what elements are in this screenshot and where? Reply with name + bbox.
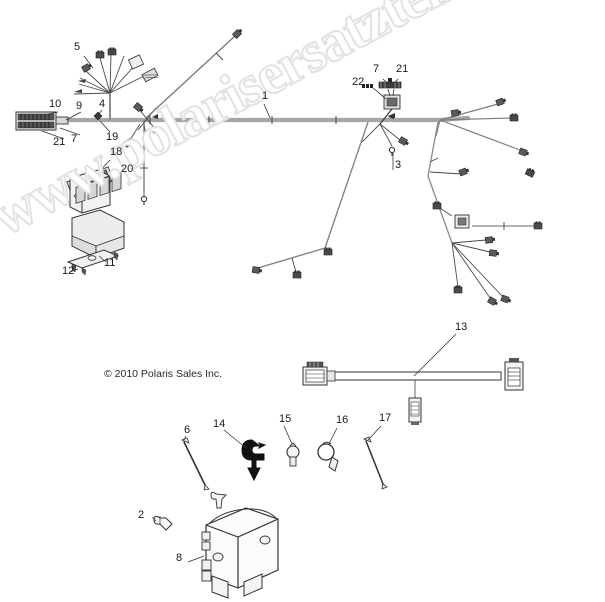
ecu-module-8 bbox=[187, 491, 279, 599]
callout-label-16: 16 bbox=[336, 414, 349, 426]
right-connector-cluster bbox=[427, 96, 543, 308]
callout-label-21b: 21 bbox=[396, 63, 409, 75]
callout-label-14: 14 bbox=[213, 418, 226, 430]
callout-label-12: 12 bbox=[62, 265, 75, 277]
callout-label-7: 7 bbox=[71, 133, 78, 145]
callout-label-3: 3 bbox=[395, 159, 402, 171]
jumper-harness-13 bbox=[302, 333, 524, 425]
callout-label-18: 18 bbox=[110, 146, 123, 158]
callout-label-2: 2 bbox=[138, 509, 145, 521]
harness-clip-14 bbox=[223, 429, 267, 482]
callout-label-8: 8 bbox=[176, 552, 183, 564]
trunk-ground-symbols bbox=[152, 114, 394, 119]
push-rivet-2 bbox=[151, 515, 173, 531]
branch-upper-diagonal bbox=[145, 27, 244, 119]
left-connector-block bbox=[15, 111, 82, 140]
callout-label-4: 4 bbox=[99, 98, 106, 110]
branch-lower-diagonal bbox=[251, 121, 369, 279]
cable-tie-17 bbox=[362, 425, 388, 490]
top-right-connector-group bbox=[361, 78, 411, 170]
cable-tie-6 bbox=[180, 435, 210, 491]
callout-label-9: 9 bbox=[76, 100, 83, 112]
callout-label-6: 6 bbox=[184, 424, 191, 436]
p-clamp-16 bbox=[317, 427, 339, 472]
callout-label-21: 21 bbox=[53, 136, 66, 148]
callout-label-11: 11 bbox=[104, 257, 116, 269]
callout-label-17: 17 bbox=[379, 412, 392, 424]
callout-label-22: 22 bbox=[352, 76, 365, 88]
callout-label-13: 13 bbox=[455, 321, 468, 333]
callout-label-19: 19 bbox=[106, 131, 119, 143]
callout-label-15: 15 bbox=[279, 413, 292, 425]
copyright-notice: © 2010 Polaris Sales Inc. bbox=[104, 368, 223, 380]
callout-label-20: 20 bbox=[121, 163, 134, 175]
cable-clamp-15 bbox=[283, 425, 300, 467]
fuse-box-assembly bbox=[66, 159, 125, 276]
callout-label-10: 10 bbox=[49, 98, 62, 110]
callout-label-5: 5 bbox=[74, 41, 81, 53]
front-connector-fan bbox=[73, 47, 159, 120]
callout-label-7b: 7 bbox=[373, 63, 380, 75]
callout-label-1: 1 bbox=[262, 90, 269, 102]
harness-clamp-19 bbox=[93, 109, 111, 133]
